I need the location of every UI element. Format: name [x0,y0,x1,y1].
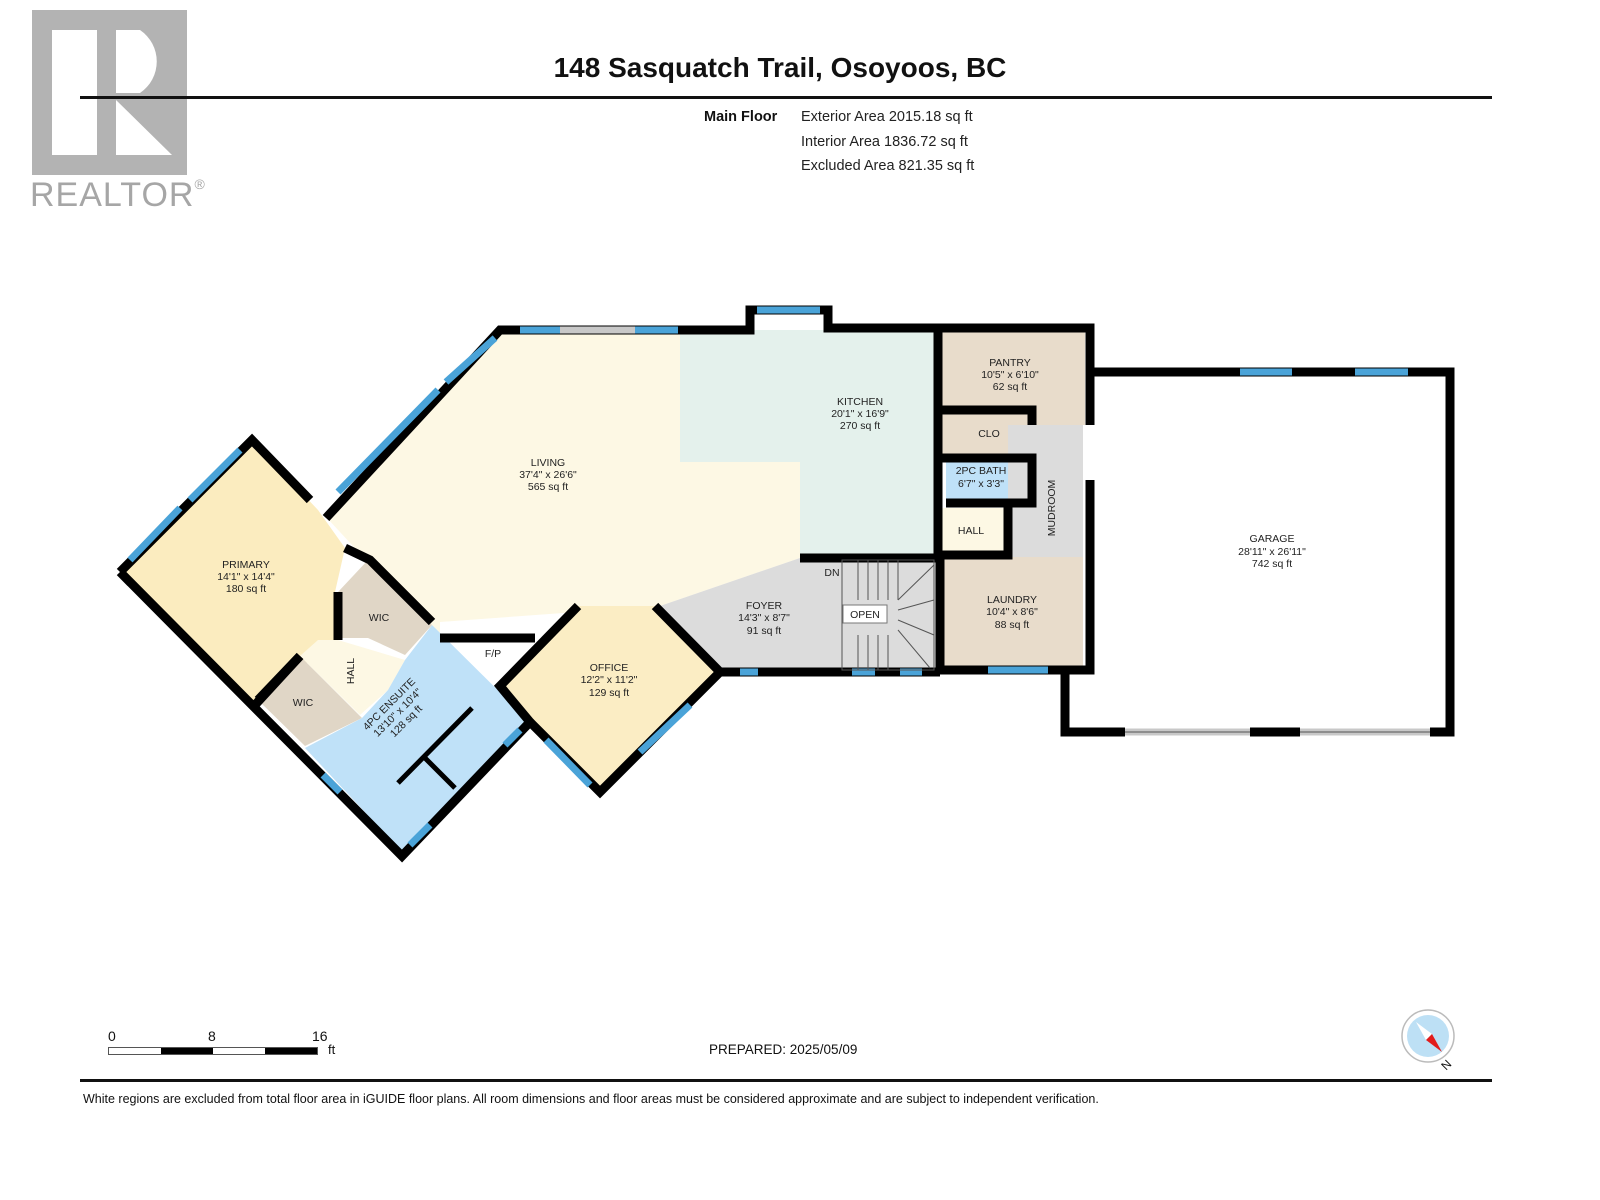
fp-area [458,640,535,676]
living-label: LIVING [531,457,565,469]
bath-2pc-dims: 6'7" x 3'3" [958,478,1004,490]
room-labels: LIVING 37'4" x 26'6" 565 sq ft KITCHEN 2… [217,357,1306,740]
office-label: OFFICE [590,662,629,674]
excluded-area: Excluded Area 821.35 sq ft [801,158,975,174]
title-divider [80,96,1492,99]
pantry-area: 62 sq ft [993,381,1028,393]
disclaimer-text: White regions are excluded from total fl… [83,1092,1099,1106]
scale-tick-8: 8 [208,1028,216,1044]
foyer-dims: 14'3" x 8'7" [738,612,790,624]
office-area: 129 sq ft [589,687,629,699]
scale-tick-0: 0 [108,1028,116,1044]
hall-east-label: HALL [958,525,984,537]
wic-1-room [338,560,432,655]
realtor-logo-text: REALTOR [30,176,195,214]
exterior-area: Exterior Area 2015.18 sq ft [801,109,973,125]
interior-area: Interior Area 1836.72 sq ft [801,134,968,150]
prepared-date: PREPARED: 2025/05/09 [709,1042,858,1057]
stairs-open-box [842,604,888,624]
ensuite-room [305,625,530,855]
office-dims: 12'2" x 11'2" [581,674,638,686]
scale-unit: ft [328,1042,336,1057]
mudroom-label: MUDROOM [1046,480,1058,537]
laundry-area: 88 sq ft [995,619,1030,631]
pantry-room [940,330,1085,425]
scale-bar-graphic [108,1047,318,1055]
footer-divider [80,1079,1492,1082]
realtor-logo: REALTOR® [30,8,205,214]
living-area: 565 sq ft [528,481,568,493]
mudroom-room [1008,425,1083,557]
hall-west-room [300,640,405,715]
fp-label: F/P [485,648,501,660]
office-room [500,606,720,792]
garage-dims: 28'11" x 26'11" [1238,546,1306,558]
living-room [326,330,800,640]
laundry-room [940,557,1083,670]
foyer-area: 91 sq ft [747,625,782,637]
page-title: 148 Sasquatch Trail, Osoyoos, BC [553,52,1007,83]
primary-room [120,440,345,705]
living-dims: 37'4" x 26'6" [519,469,577,481]
primary-label: PRIMARY [222,559,270,571]
primary-area: 180 sq ft [226,583,266,595]
pantry-dims: 10'5" x 6'10" [981,369,1039,381]
primary-dims: 14'1" x 14'4" [217,571,275,583]
kitchen-label: KITCHEN [837,396,883,408]
stairs-down-label: DN [824,567,839,579]
foyer-room [660,558,840,672]
scale-tick-16: 16 [312,1028,328,1044]
stairs-icon [841,559,935,671]
wic-1-label: WIC [369,612,390,624]
laundry-label: LAUNDRY [987,594,1037,606]
hall-west-label: HALL [345,658,357,684]
garage-label: GARAGE [1250,533,1295,545]
kitchen-area: 270 sq ft [840,420,880,432]
clo-label: CLO [978,428,1000,440]
compass: N [1400,1008,1460,1079]
kitchen-dims: 20'1" x 16'9" [831,408,889,420]
kitchen-room [680,330,938,555]
stairs-open-label: OPEN [850,609,880,621]
hall-east-room [938,508,1008,555]
garage-area: 742 sq ft [1252,558,1292,570]
floor-label: Main Floor [704,109,778,125]
foyer-label: FOYER [746,600,783,612]
laundry-dims: 10'4" x 8'6" [986,606,1038,618]
wic-2-label: WIC [293,697,314,709]
compass-icon [1401,1009,1455,1063]
realtor-r-icon [32,10,187,175]
bath-2pc-label: 2PC BATH [956,465,1007,477]
pantry-label: PANTRY [989,357,1031,369]
registered-mark: ® [194,176,206,192]
